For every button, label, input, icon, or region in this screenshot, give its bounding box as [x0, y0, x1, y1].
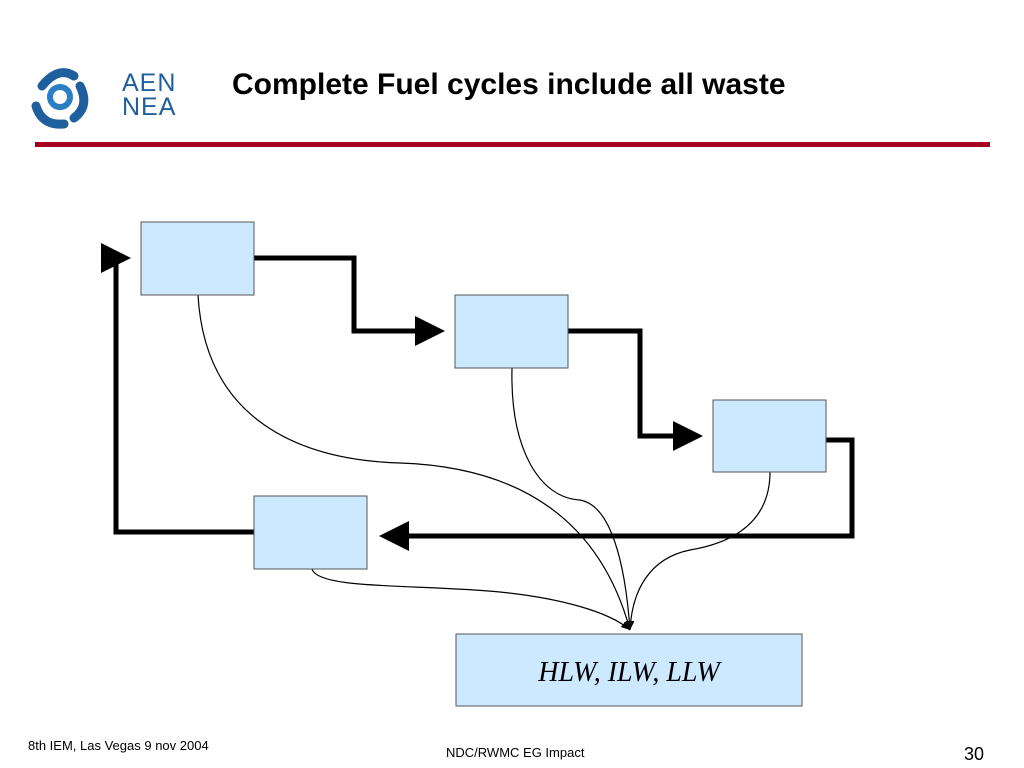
page-number: 30	[963, 744, 984, 764]
footer-center-text: NDC/RWMC EG Impact	[446, 745, 585, 760]
flow-arrow-1-to-2	[254, 255, 445, 346]
nea-logo-icon	[31, 68, 89, 129]
process-box-4	[253, 495, 368, 570]
waste-curve-box1	[197, 294, 632, 631]
waste-curve-box2	[511, 367, 634, 631]
flow-arrow-3-to-4	[379, 437, 855, 551]
waste-box	[455, 633, 803, 707]
title-divider	[35, 142, 990, 147]
waste-curve-box3	[626, 471, 771, 631]
flow-arrow-2-to-3	[568, 328, 703, 451]
waste-curve-box4	[311, 568, 631, 631]
logo-text-nea: NEA	[122, 93, 177, 121]
process-box-2	[454, 294, 569, 369]
flow-arrow-4-to-1	[101, 243, 254, 535]
logo-text-aen: AEN	[122, 69, 177, 97]
waste-box-label: HLW, ILW, LLW	[537, 657, 722, 688]
nea-logo: AEN NEA	[28, 62, 175, 132]
process-box-1	[140, 221, 255, 296]
page-title: Complete Fuel cycles include all waste	[232, 68, 786, 101]
process-box-3	[712, 399, 827, 473]
footer-event: 8th IEM, Las Vegas 9 nov 2004	[28, 738, 209, 753]
